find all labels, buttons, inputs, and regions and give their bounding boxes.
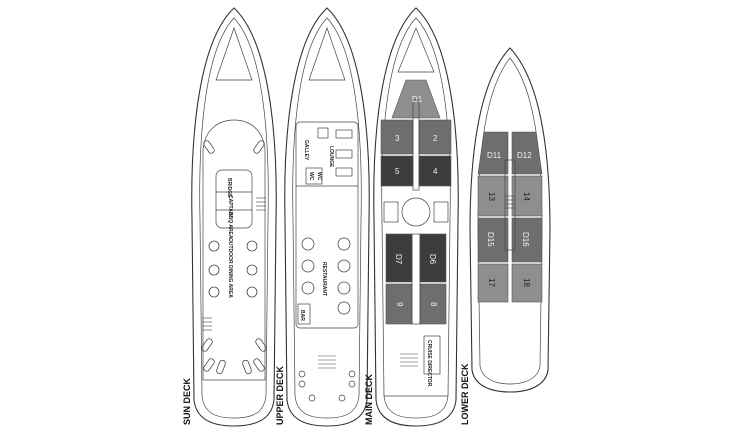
sun-deck-platform xyxy=(202,119,266,381)
cabin-d15 xyxy=(477,217,509,263)
upper-deck: GALLEY LOUNGE WC WC RESTAURANT BAR UPPER… xyxy=(275,7,370,427)
cabin-d1 xyxy=(391,79,441,119)
cabin-2 xyxy=(418,119,452,155)
cabin-d16 xyxy=(511,217,543,263)
cabin-5 xyxy=(380,155,414,187)
upper-deck-hull xyxy=(284,7,370,427)
lower-deck: D11 D12 13 14 D15 D16 17 18 LOWER DECK xyxy=(460,47,551,425)
cabin-9-label: 9 xyxy=(395,302,404,307)
cabin-d6-label: D6 xyxy=(428,254,437,265)
cabin-d1-label: D1 xyxy=(412,95,423,104)
cruise-director-office xyxy=(423,335,441,375)
wc-label-2: WC xyxy=(316,172,322,181)
cabin-8 xyxy=(419,283,447,325)
cabin-d16-label: D16 xyxy=(521,232,530,247)
cabin-17-label: 17 xyxy=(487,278,496,287)
cabin-d6 xyxy=(419,233,447,283)
cabin-18-label: 18 xyxy=(522,278,531,287)
sun-deck-bow-point xyxy=(215,26,253,81)
cabin-d7-label: D7 xyxy=(394,254,403,265)
restaurant-label: RESTAURANT xyxy=(321,262,327,296)
upper-deck-inner-hull xyxy=(292,17,362,419)
wc-label-1: WC xyxy=(308,172,314,181)
cabin-2-label: 2 xyxy=(433,134,438,143)
outdoor-dining-label: OUTDOOR DINING AREA xyxy=(227,238,233,298)
cabin-18 xyxy=(511,263,543,303)
main-lobby xyxy=(401,197,431,227)
main-deck-label: MAIN DECK xyxy=(364,374,374,425)
cruise-director-label: CRUISE DIRECTOR xyxy=(426,340,432,387)
captain-label: CAPTAIN xyxy=(227,195,233,217)
cabin-13-label: 13 xyxy=(487,192,496,201)
lower-deck-label: LOWER DECK xyxy=(460,363,470,425)
cabin-17 xyxy=(477,263,509,303)
cabin-3 xyxy=(380,119,414,155)
cabin-d11 xyxy=(477,131,509,175)
lounge-label: LOUNGE xyxy=(328,146,334,168)
lounge-seating xyxy=(317,127,353,177)
cabin-14 xyxy=(511,175,543,217)
cabin-4 xyxy=(418,155,452,187)
cabin-5-label: 5 xyxy=(395,167,400,176)
upper-aft-seating xyxy=(298,370,356,402)
sun-deck-hull xyxy=(191,7,277,427)
cabin-3-label: 3 xyxy=(395,134,400,143)
bar-label: BAR xyxy=(299,310,305,321)
outdoor-tables xyxy=(208,240,258,298)
lower-deck-hull xyxy=(469,47,551,393)
restaurant-tables xyxy=(301,237,351,315)
bridge-label: BRIDGE xyxy=(226,178,232,198)
upper-deck-superstructure xyxy=(295,121,359,329)
upper-deck-label: UPPER DECK xyxy=(275,365,285,425)
bridge-block xyxy=(215,169,253,229)
galley-label: GALLEY xyxy=(303,140,309,161)
sun-loungers xyxy=(201,140,267,375)
cabin-d12-label: D12 xyxy=(517,151,532,160)
cabin-9 xyxy=(385,283,413,325)
sun-deck-stairs xyxy=(202,197,266,331)
main-deck: CRUISE DIRECTOR D1 3 2 5 4 D7 D6 9 8 MAI… xyxy=(364,7,459,427)
cabin-d7 xyxy=(385,233,413,283)
bbq-area-label: BBQ AREA xyxy=(227,212,233,239)
cabin-4-label: 4 xyxy=(433,167,438,176)
cabin-14-label: 14 xyxy=(522,192,531,201)
sun-deck-inner-hull xyxy=(199,17,269,419)
cabin-8-label: 8 xyxy=(429,302,438,307)
sun-deck: BRIDGE CAPTAIN BBQ AREA OUTDOOR DINING A… xyxy=(182,7,277,427)
cabin-d11-label: D11 xyxy=(487,151,502,160)
sun-deck-label: SUN DECK xyxy=(182,377,192,425)
main-deck-hull xyxy=(373,7,459,427)
cabin-d15-label: D15 xyxy=(486,232,495,247)
